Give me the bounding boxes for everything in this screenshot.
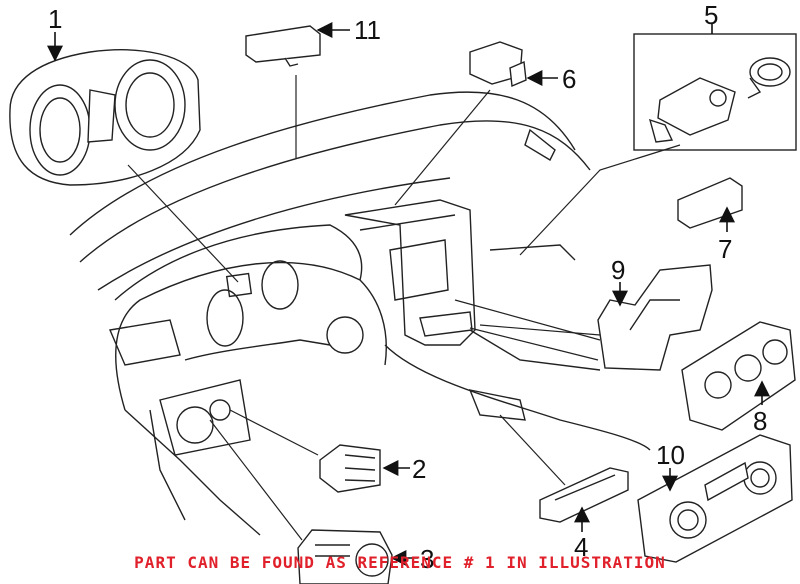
callout-2: 2 (412, 454, 426, 484)
leader-lines (127, 75, 681, 541)
climate-control-part-8 (681, 321, 796, 431)
switch-strip-part-4 (539, 467, 629, 523)
instrument-cluster-part (9, 49, 201, 186)
callout-3: 3 (420, 544, 434, 574)
callout-8: 8 (753, 406, 767, 436)
callout-9: 9 (611, 255, 625, 285)
callout-4: 4 (574, 532, 588, 562)
climate-unit-part-10 (637, 434, 793, 563)
callout-10: 10 (656, 440, 685, 470)
switch-part-7 (677, 177, 743, 229)
callout-7: 7 (718, 234, 732, 264)
callout-5: 5 (704, 0, 718, 30)
switch-part-2 (319, 444, 381, 493)
callout-11: 11 (354, 15, 381, 45)
headlight-switch-part-3 (297, 529, 393, 584)
part-5-box (633, 33, 797, 151)
callout-6: 6 (562, 64, 576, 94)
dashboard-outline (69, 91, 651, 536)
callout-1: 1 (48, 4, 62, 34)
switch-part-11 (245, 25, 321, 67)
reference-note: PART CAN BE FOUND AS REFERENCE # 1 IN IL… (134, 553, 666, 572)
callout-arrows (47, 22, 770, 566)
ignition-switch-part-5 (648, 57, 791, 143)
switch-part-6 (469, 41, 527, 88)
